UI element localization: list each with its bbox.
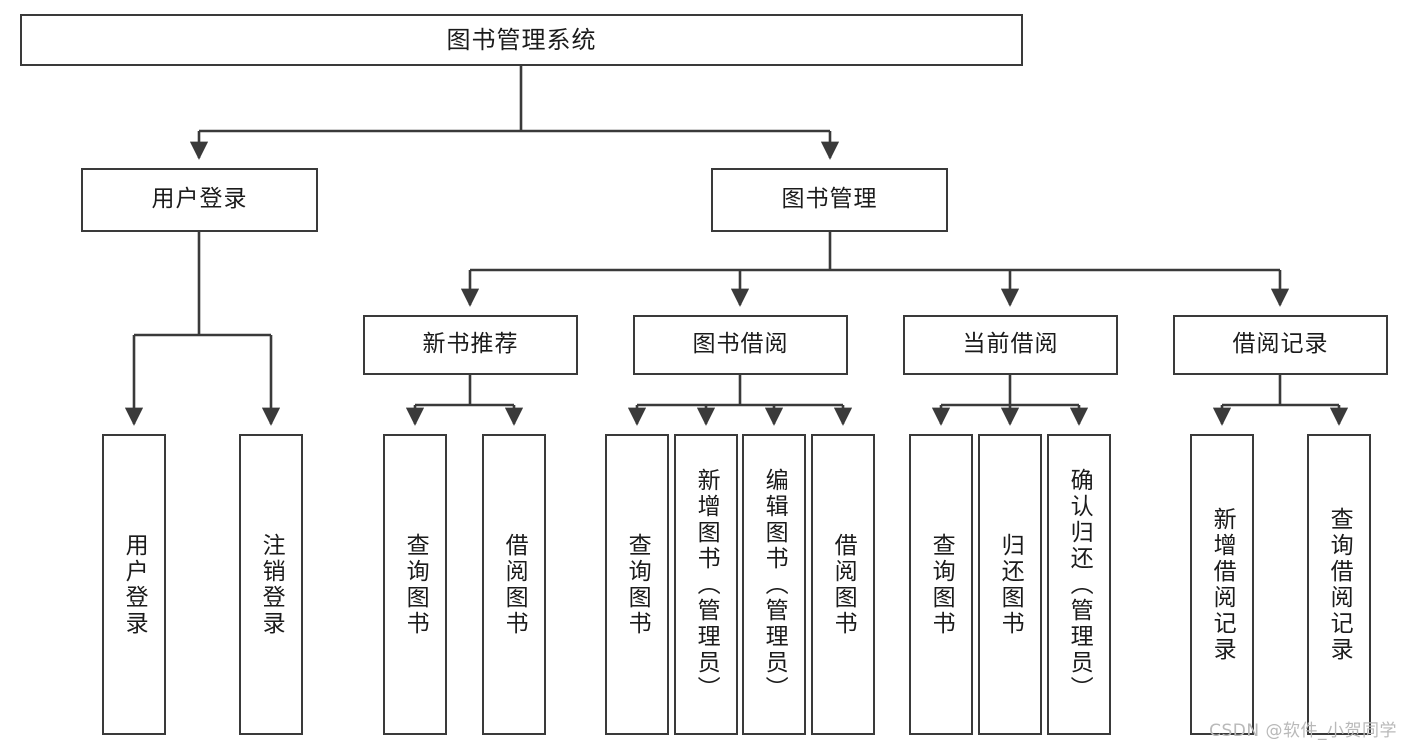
- leaf-return-book[interactable]: 归还图书: [978, 434, 1042, 735]
- leaf-borrow-book-recommend[interactable]: 借阅图书: [482, 434, 546, 735]
- leaf-user-login[interactable]: 用户登录: [102, 434, 166, 735]
- leaf-query-book-recommend[interactable]: 查询图书: [383, 434, 447, 735]
- node-label: 图书管理系统: [446, 25, 597, 54]
- node-label: 注销登录: [258, 532, 285, 637]
- node-book-management-system[interactable]: 图书管理系统: [20, 14, 1023, 66]
- node-label: 新增借阅记录: [1209, 506, 1236, 663]
- leaf-query-borrow-record[interactable]: 查询借阅记录: [1307, 434, 1371, 735]
- leaf-confirm-return-admin[interactable]: 确认归还（管理员）: [1047, 434, 1111, 735]
- node-user-login[interactable]: 用户登录: [81, 168, 318, 232]
- leaf-query-book-current[interactable]: 查询图书: [909, 434, 973, 735]
- node-label: 查询借阅记录: [1326, 506, 1353, 663]
- node-label: 查询图书: [624, 532, 651, 637]
- node-label: 新书推荐: [422, 331, 519, 358]
- leaf-logout-login[interactable]: 注销登录: [239, 434, 303, 735]
- node-label: 查询图书: [402, 532, 429, 637]
- leaf-add-book-admin[interactable]: 新增图书（管理员）: [674, 434, 738, 735]
- node-label: 归还图书: [997, 532, 1024, 637]
- node-label: 确认归还（管理员）: [1066, 467, 1093, 702]
- node-borrow-record[interactable]: 借阅记录: [1173, 315, 1388, 375]
- node-label: 编辑图书（管理员）: [761, 467, 788, 702]
- node-label: 当前借阅: [962, 331, 1059, 358]
- node-label: 借阅记录: [1232, 331, 1329, 358]
- node-label: 用户登录: [121, 532, 148, 637]
- leaf-borrow-book[interactable]: 借阅图书: [811, 434, 875, 735]
- leaf-add-borrow-record[interactable]: 新增借阅记录: [1190, 434, 1254, 735]
- leaf-edit-book-admin[interactable]: 编辑图书（管理员）: [742, 434, 806, 735]
- node-label: 图书管理: [781, 186, 878, 213]
- node-new-book-recommend[interactable]: 新书推荐: [363, 315, 578, 375]
- node-book-borrow[interactable]: 图书借阅: [633, 315, 848, 375]
- node-label: 借阅图书: [501, 532, 528, 637]
- node-current-borrow[interactable]: 当前借阅: [903, 315, 1118, 375]
- node-label: 图书借阅: [692, 331, 789, 358]
- node-label: 查询图书: [928, 532, 955, 637]
- leaf-query-book-borrow[interactable]: 查询图书: [605, 434, 669, 735]
- node-label: 借阅图书: [830, 532, 857, 637]
- node-label: 用户登录: [151, 186, 248, 213]
- csdn-watermark: CSDN @软件_小贺同学: [1209, 721, 1397, 741]
- node-label: 新增图书（管理员）: [693, 467, 720, 702]
- node-book-manage[interactable]: 图书管理: [711, 168, 948, 232]
